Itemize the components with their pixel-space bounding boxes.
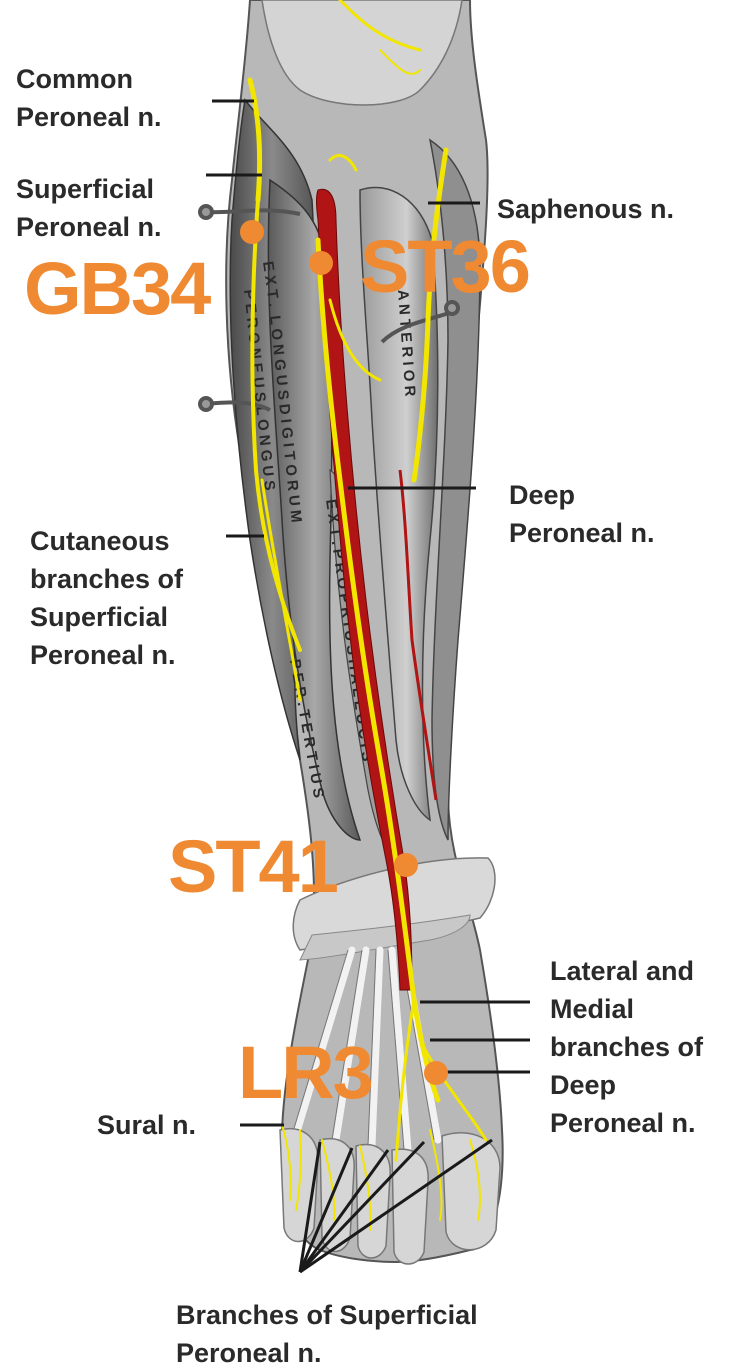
label-line: Superficial <box>30 602 169 632</box>
label-branches-superficial: Branches of Superficial Peroneal n. <box>176 1296 478 1372</box>
sural-nerve <box>281 1124 292 1201</box>
leader-branches-1 <box>298 1141 322 1273</box>
acupoint-label-st41: ST41 <box>168 825 339 908</box>
nerves <box>247 0 488 1231</box>
knee-nerve-2 <box>379 49 421 75</box>
acupoint-label-st36: ST36 <box>360 225 531 308</box>
dot-gb34 <box>240 220 264 244</box>
toe-nerve-5 <box>469 1139 481 1221</box>
foot-branch-2 <box>418 1038 488 1142</box>
toe-nerve-2 <box>321 1139 336 1221</box>
label-line: Sural n. <box>97 1110 197 1140</box>
dot-st41 <box>394 853 418 877</box>
acupoint-label-gb34: GB34 <box>24 247 211 330</box>
patellar-region <box>261 0 463 106</box>
dot-lr3 <box>424 1061 448 1085</box>
label-line: branches of <box>30 564 184 594</box>
anterior-tibial-artery <box>316 188 413 991</box>
label-line: Peroneal n. <box>509 518 655 548</box>
label-line: Deep <box>550 1070 617 1100</box>
label-cutaneous-branches: Cutaneous branches of Superficial Perone… <box>30 522 183 674</box>
svg-text:E X T .: E X T . <box>259 260 282 308</box>
label-line: branches of <box>550 1032 704 1062</box>
label-common-peroneal: Common Peroneal n. <box>16 60 162 136</box>
knee-nerve-3 <box>328 154 358 172</box>
label-line: Superficial <box>16 174 155 204</box>
deep-peroneal-branch <box>328 298 382 382</box>
label-line: Saphenous n. <box>497 194 675 224</box>
label-line: Peroneal n. <box>16 102 162 132</box>
tibia-face <box>428 138 481 841</box>
toe-nerve-4 <box>429 1129 443 1221</box>
foot-branch-1 <box>394 998 416 1162</box>
label-line: Peroneal n. <box>16 212 162 242</box>
label-line: Peroneal n. <box>30 640 176 670</box>
label-line: Common <box>16 64 133 94</box>
label-superficial-peroneal: Superficial Peroneal n. <box>16 170 162 246</box>
label-sural: Sural n. <box>97 1106 196 1144</box>
saphenous-nerve <box>411 147 449 483</box>
knee-nerve-1 <box>338 0 422 52</box>
dot-st36 <box>309 251 333 275</box>
label-line: Peroneal n. <box>550 1108 696 1138</box>
label-line: Branches of Superficial <box>176 1300 478 1330</box>
leader-branches-4 <box>298 1140 426 1274</box>
label-line: Peroneal n. <box>176 1338 322 1368</box>
leader-lines <box>206 99 530 1274</box>
label-line: Medial <box>550 994 635 1024</box>
retractor-hooks <box>198 204 460 412</box>
label-saphenous: Saphenous n. <box>497 190 674 228</box>
acupoint-label-lr3: LR3 <box>238 1031 374 1114</box>
label-line: Cutaneous <box>30 526 170 556</box>
label-deep-peroneal: Deep Peroneal n. <box>509 476 655 552</box>
label-line: Lateral and <box>550 956 695 986</box>
deep-peroneal-nerve <box>315 237 441 1103</box>
retinaculum-lower <box>299 914 471 961</box>
common-peroneal-nerve <box>247 77 263 203</box>
label-lateral-medial-branches: Lateral and Medial branches of Deep Pero… <box>550 952 703 1142</box>
superficial-branch-2 <box>260 478 302 702</box>
acupoint-dots <box>240 220 448 1085</box>
leader-branches-5 <box>299 1138 493 1274</box>
tibialis-anterior-muscle <box>359 186 439 822</box>
label-line: Deep <box>509 480 576 510</box>
leader-branches-3 <box>298 1149 390 1273</box>
leader-branches-2 <box>298 1147 354 1273</box>
artery-branch <box>398 469 438 801</box>
toe-nerve-1 <box>295 1129 302 1211</box>
